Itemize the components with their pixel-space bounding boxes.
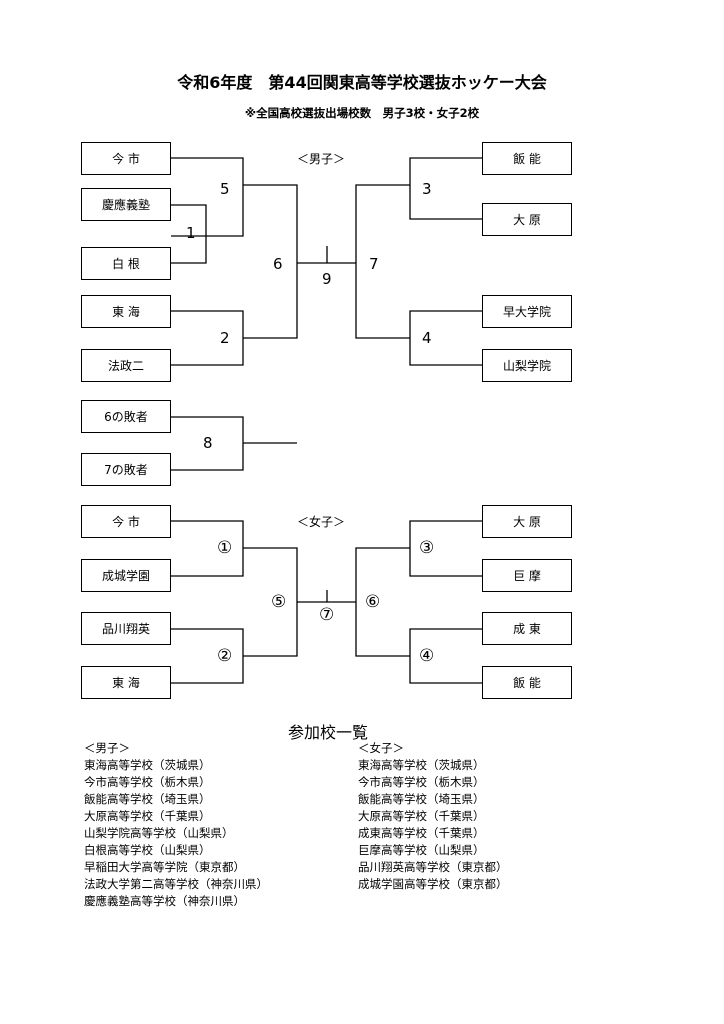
team-box-boys-waseda: 早大学院 — [482, 295, 572, 328]
team-box-girls-ohara: 大 原 — [482, 505, 572, 538]
match-number-boys-5: 5 — [220, 180, 230, 198]
team-box-girls-koma: 巨 摩 — [482, 559, 572, 592]
participant-school-boys: 法政大学第二高等学校（神奈川県） — [84, 877, 268, 891]
page-subtitle: ※全国高校選抜出場校数 男子3校・女子2校 — [244, 106, 480, 120]
match-number-girls-6: ⑥ — [365, 592, 381, 612]
participants-boys-label: ＜男子＞ — [84, 741, 130, 755]
participants-heading: 参加校一覧 — [287, 723, 368, 742]
participant-school-boys: 大原高等学校（千葉県） — [84, 809, 211, 823]
bracket-line-boys-7 — [355, 184, 410, 339]
bracket-line-boys-5 — [171, 157, 244, 237]
participant-school-girls: 飯能高等学校（埼玉県） — [358, 792, 485, 806]
bracket-line-boys-2 — [171, 310, 244, 366]
bracket-line-boys-4 — [409, 310, 482, 366]
girls-section-label: ＜女子＞ — [297, 515, 346, 529]
team-box-boys-imaichi: 今 市 — [81, 142, 171, 175]
participants-girls-column: ＜女子＞ 東海高等学校（茨城県） 今市高等学校（栃木県） 飯能高等学校（埼玉県） 大原… — [358, 740, 508, 893]
team-box-boys-tokai: 東 海 — [81, 295, 171, 328]
match-number-girls-2: ② — [217, 646, 233, 666]
participant-school-boys: 早稲田大学高等学院（東京都） — [84, 860, 245, 874]
team-box-loser-7: 7の敗者 — [81, 453, 171, 486]
match-number-boys-1: 1 — [186, 224, 196, 242]
participant-school-girls: 成城学園高等学校（東京都） — [358, 877, 508, 891]
participant-school-boys: 飯能高等学校（埼玉県） — [84, 792, 211, 806]
team-box-girls-shinagawa: 品川翔英 — [81, 612, 171, 645]
participants-boys-column: ＜男子＞ 東海高等学校（茨城県） 今市高等学校（栃木県） 飯能高等学校（埼玉県） 大原… — [84, 740, 268, 910]
team-box-boys-yamanashi: 山梨学院 — [482, 349, 572, 382]
match-number-girls-3: ③ — [419, 538, 435, 558]
participant-school-girls: 大原高等学校（千葉県） — [358, 809, 485, 823]
participant-school-boys: 東海高等学校（茨城県） — [84, 758, 211, 772]
match-number-boys-8: 8 — [203, 434, 213, 452]
team-box-boys-hanno: 飯 能 — [482, 142, 572, 175]
participant-school-girls: 東海高等学校（茨城県） — [358, 758, 485, 772]
match-number-boys-7: 7 — [369, 255, 379, 273]
match-number-boys-2: 2 — [220, 329, 230, 347]
team-box-girls-seijo: 成城学園 — [81, 559, 171, 592]
team-box-girls-imaichi: 今 市 — [81, 505, 171, 538]
participant-school-boys: 慶應義塾高等学校（神奈川県） — [84, 894, 245, 908]
match-number-boys-6: 6 — [273, 255, 283, 273]
match-number-boys-3: 3 — [422, 180, 432, 198]
participant-school-boys: 今市高等学校（栃木県） — [84, 775, 211, 789]
match-number-girls-5: ⑤ — [271, 592, 287, 612]
page-title: 令和6年度 第44回関東高等学校選抜ホッケー大会 — [177, 73, 547, 92]
team-box-boys-hoseini: 法政二 — [81, 349, 171, 382]
team-box-boys-shirane: 白 根 — [81, 247, 171, 280]
bracket-line-boys-3 — [409, 157, 482, 220]
bracket-line-boys-6 — [243, 184, 298, 339]
participant-school-boys: 山梨学院高等学校（山梨県） — [84, 826, 234, 840]
match-number-boys-4: 4 — [422, 329, 432, 347]
participant-school-girls: 品川翔英高等学校（東京都） — [358, 860, 508, 874]
team-box-loser-6: 6の敗者 — [81, 400, 171, 433]
participant-school-girls: 巨摩高等学校（山梨県） — [358, 843, 485, 857]
team-box-boys-ohara: 大 原 — [482, 203, 572, 236]
participant-school-boys: 白根高等学校（山梨県） — [84, 843, 211, 857]
participant-school-girls: 今市高等学校（栃木県） — [358, 775, 485, 789]
participants-girls-label: ＜女子＞ — [358, 741, 404, 755]
match-number-girls-4: ④ — [419, 646, 435, 666]
match-number-girls-1: ① — [217, 538, 233, 558]
participant-school-girls: 成東高等学校（千葉県） — [358, 826, 485, 840]
team-box-boys-keio: 慶應義塾 — [81, 188, 171, 221]
team-box-girls-togane: 成 東 — [482, 612, 572, 645]
boys-section-label: ＜男子＞ — [297, 152, 346, 166]
team-box-girls-hanno: 飯 能 — [482, 666, 572, 699]
team-box-girls-tokai: 東 海 — [81, 666, 171, 699]
match-number-boys-9: 9 — [322, 270, 332, 288]
bracket-line-boys-1 — [171, 204, 207, 264]
bracket-line-girls-5 — [243, 547, 298, 657]
match-number-girls-7: ⑦ — [319, 605, 335, 625]
